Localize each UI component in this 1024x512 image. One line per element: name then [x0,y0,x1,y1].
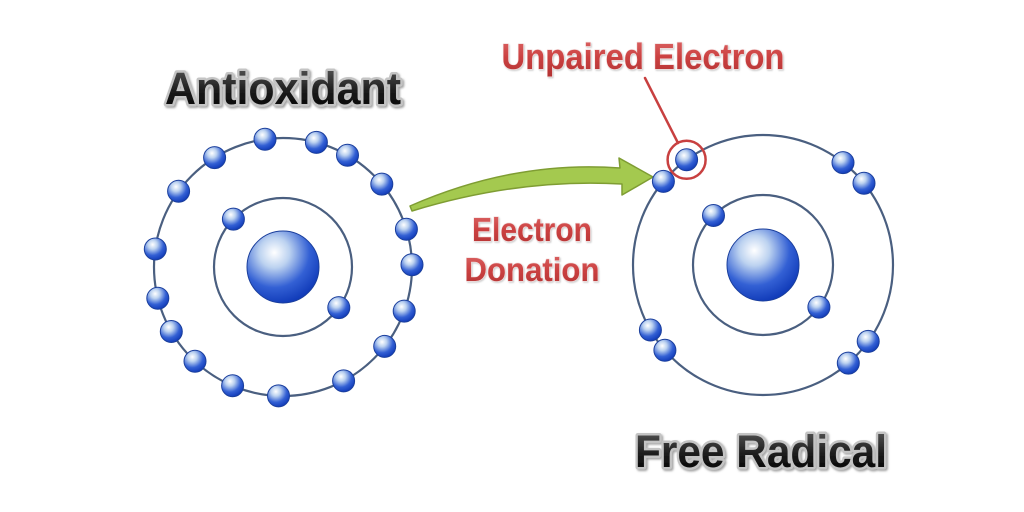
unpaired-electron-circle [666,139,707,181]
orbit-circle [212,196,354,338]
electron [675,148,699,172]
unpaired-electron-label: Unpaired Electron [502,36,785,77]
electron [856,329,880,353]
electron [807,295,831,319]
electron [651,169,675,193]
electron [183,349,207,373]
electron-donation-label-line1: Electron [472,211,592,248]
electron [221,207,245,231]
electron [332,369,356,393]
electron [638,318,662,342]
electron-donation-label-line2: Donation [465,251,600,288]
electron [253,127,277,151]
electron [304,130,328,154]
electron [400,253,424,277]
electron [336,143,359,167]
electron [370,172,394,196]
electron [167,179,191,203]
unpaired-electron-pointer-line [643,76,680,145]
electron [653,338,677,362]
electron-donation-arrow [409,157,654,212]
electron [221,374,245,398]
electron [392,299,416,323]
antioxidant-label: Antioxidant [165,63,401,114]
atom-antioxidant [143,127,424,408]
electron [327,296,351,320]
electron [831,151,855,175]
electron [203,146,227,170]
electron [373,334,397,358]
nucleus [246,230,320,304]
electron [836,351,860,375]
electron [267,384,290,408]
electron [159,320,183,343]
orbit-circle [691,193,835,337]
electron [702,204,725,227]
electron [146,286,170,310]
orbit-circle [631,133,895,397]
electron [852,171,876,195]
free-radical-label: Free Radical [635,426,887,477]
atom-free-radical [631,133,895,397]
nucleus [726,228,800,302]
electron [394,217,418,241]
electron [143,237,167,261]
